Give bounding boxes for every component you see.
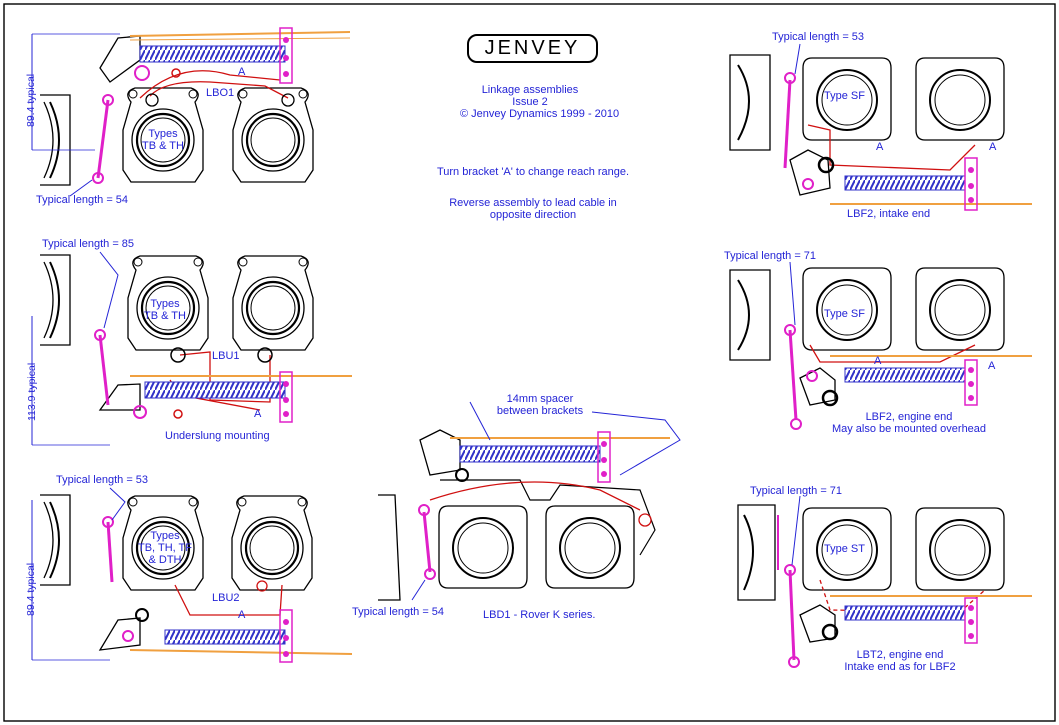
note-line: Reverse assembly to lead cable in: [449, 197, 617, 209]
assembly-lbo1: [31, 27, 351, 197]
title-line: Linkage assemblies: [481, 84, 579, 96]
lbd1-typical-length: Typical length = 54: [352, 606, 445, 618]
caption-line: Intake end as for LBF2: [844, 661, 956, 673]
caption-line: May also be mounted overhead: [831, 423, 987, 435]
lbf2-intake-caption: LBF2, intake end: [847, 208, 931, 220]
lbf2-intake-typical-length: Typical length = 53: [772, 31, 865, 43]
lbo1-dimension: 89.4 typical: [25, 73, 37, 127]
lbu1-name: LBU1: [212, 350, 240, 362]
types-line: Types: [150, 298, 180, 310]
lbd1-caption: LBD1 - Rover K series.: [483, 609, 596, 621]
lbo1-bracket: A: [238, 66, 246, 78]
lbf2-intake-bracket-a2: A: [989, 141, 997, 153]
lbo1-name: LBO1: [206, 87, 235, 99]
lbf2-engine-bracket-a1: A: [874, 355, 882, 367]
lbu2-bracket: A: [238, 609, 246, 621]
lbf2-intake-bracket-a1: A: [876, 141, 884, 153]
assembly-lbu2: [31, 487, 353, 663]
lbf2-engine-bracket-a2: A: [988, 360, 996, 372]
lbf2-engine-typical-length: Typical length = 71: [724, 250, 817, 262]
types-line: Types: [148, 128, 178, 140]
lbu2-name: LBU2: [212, 592, 240, 604]
title-block: Linkage assemblies Issue 2 © Jenvey Dyna…: [460, 84, 620, 120]
caption-line: LBF2, engine end: [865, 411, 953, 423]
lbo1-typical-length: Typical length = 54: [36, 194, 129, 206]
types-line: TB & TH: [142, 140, 184, 152]
spacer-line: 14mm spacer: [506, 393, 574, 405]
lbd1-spacer: 14mm spacer between brackets: [490, 393, 590, 417]
lbu1-dimension: 113.9 typical: [26, 362, 38, 421]
lbf2-engine-type: Type SF: [824, 308, 865, 320]
assembly-lbd1: [378, 401, 681, 601]
lbu2-types: Types TB, TH, TF & DTH: [136, 530, 194, 566]
lbu2-typical-length: Typical length = 53: [56, 474, 149, 486]
lbt2-type: Type ST: [824, 543, 865, 555]
assembly-lbf2-engine: [729, 261, 1032, 430]
note-reverse-assembly: Reverse assembly to lead cable in opposi…: [423, 197, 643, 221]
note-line: opposite direction: [489, 209, 577, 221]
lbu1-mounting: Underslung mounting: [165, 430, 270, 442]
types-line: Types: [150, 530, 180, 542]
title-line: Issue 2: [512, 96, 548, 108]
lbf2-intake-type: Type SF: [824, 90, 865, 102]
lbt2-typical-length: Typical length = 71: [750, 485, 843, 497]
title-line: © Jenvey Dynamics 1999 - 2010: [460, 108, 620, 120]
lbo1-types: Types TB & TH: [140, 128, 186, 152]
lbt2-caption: LBT2, engine end Intake end as for LBF2: [838, 649, 962, 673]
types-line: TB & TH: [144, 310, 186, 322]
assembly-lbt2: [737, 495, 1032, 668]
types-line: & DTH: [148, 554, 182, 566]
assembly-lbf2-intake: [729, 43, 1032, 211]
caption-line: LBT2, engine end: [856, 649, 944, 661]
jenvey-logo: JENVEY: [467, 34, 598, 63]
lbf2-engine-caption: LBF2, engine end May also be mounted ove…: [828, 411, 990, 435]
lbu1-types: Types TB & TH: [142, 298, 188, 322]
lbu1-typical-length: Typical length = 85: [42, 238, 135, 250]
lbu2-dimension: 89.4 typical: [25, 562, 37, 616]
assembly-lbu1: [31, 251, 352, 446]
note-bracket-a: Turn bracket 'A' to change reach range.: [436, 166, 630, 178]
lbu1-bracket: A: [254, 408, 262, 420]
types-line: TB, TH, TF: [138, 542, 192, 554]
spacer-line: between brackets: [496, 405, 584, 417]
